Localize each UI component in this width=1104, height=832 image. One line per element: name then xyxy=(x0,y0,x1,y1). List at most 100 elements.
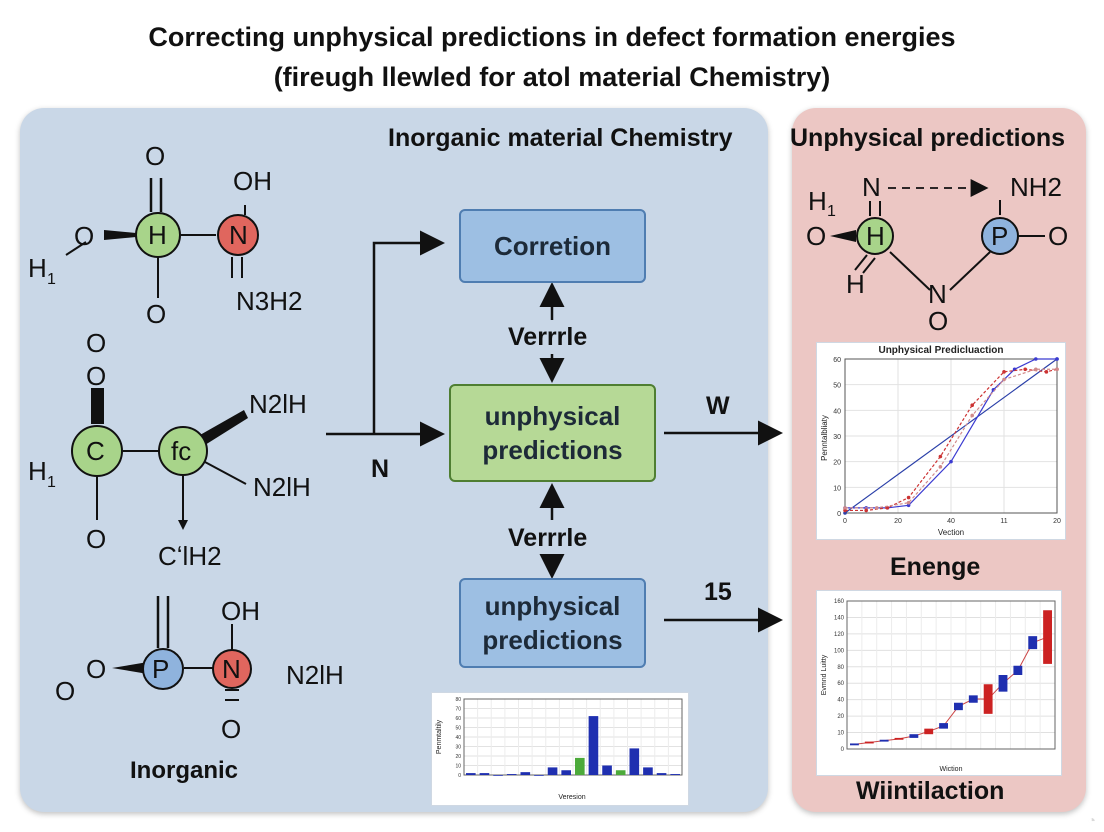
x-axis-label: Wiction xyxy=(940,766,963,773)
data-point xyxy=(1002,370,1006,374)
correction-box: Corretion xyxy=(459,209,646,283)
y-tick-label: 10 xyxy=(833,485,841,492)
n-label: N xyxy=(371,455,390,483)
bar xyxy=(561,770,571,775)
m4-n-top: N xyxy=(862,172,881,202)
series-line xyxy=(845,368,1057,509)
y-tick-label: 100 xyxy=(834,648,845,654)
m4-h-bottom: H xyxy=(846,269,865,299)
y-tick-label: 80 xyxy=(837,665,844,671)
left-panel-heading: Inorganic material Chemistry xyxy=(388,124,733,152)
y-tick-label: 60 xyxy=(837,681,844,687)
candle-bar xyxy=(909,734,919,738)
m4-h-center: H xyxy=(866,221,885,251)
svg-text:1: 1 xyxy=(47,474,56,491)
candle-bar xyxy=(983,684,993,714)
wiintilaction-label: Wiintilaction xyxy=(856,777,1005,805)
y-tick-label: 40 xyxy=(455,735,461,741)
candle-bar xyxy=(939,723,948,729)
bar xyxy=(588,716,599,775)
y-tick-label: 20 xyxy=(455,754,461,760)
m1-top-o: O xyxy=(145,141,165,171)
candle-bar xyxy=(954,702,963,711)
x-tick-label: 40 xyxy=(947,518,955,525)
y-tick-label: 60 xyxy=(455,716,461,722)
candle-bar xyxy=(1013,665,1023,675)
x-axis-label: Vection xyxy=(938,528,964,537)
series-line xyxy=(844,358,1058,514)
fifteen-label: 15 xyxy=(704,578,732,606)
m3-o-left: O xyxy=(55,676,75,706)
data-point xyxy=(864,508,868,513)
molecule-4: H 1 N NH2 O H P O H N O xyxy=(806,172,1068,336)
m4-p: P xyxy=(991,221,1008,251)
m3-o-bottom: O xyxy=(221,714,241,744)
x-tick-label: 20 xyxy=(1053,518,1061,525)
m3-n: N xyxy=(222,654,241,684)
molecule-1: O OH H 1 O H N O N3H2 xyxy=(28,141,302,329)
data-point xyxy=(843,508,847,513)
m3-oh: OH xyxy=(221,596,260,626)
data-point xyxy=(1055,367,1059,372)
bar xyxy=(520,772,531,775)
candle-bar xyxy=(1028,636,1038,650)
y-tick-label: 40 xyxy=(833,408,841,415)
y-tick-label: 160 xyxy=(834,599,845,605)
m1-bottom-o: O xyxy=(146,299,166,329)
m2-cih2: CʻlH2 xyxy=(158,541,222,571)
y-tick-label: 10 xyxy=(837,731,844,737)
y-tick-label: 120 xyxy=(834,632,845,638)
x-tick-label: 11 xyxy=(1000,518,1007,525)
m3-o-small: O xyxy=(86,654,106,684)
page-title: Correcting unphysical predictions in def… xyxy=(148,22,956,52)
y-tick-label: 30 xyxy=(455,745,461,751)
m4-o-bottom: O xyxy=(928,306,948,336)
y-tick-label: 20 xyxy=(833,460,841,467)
m1-h1: H xyxy=(28,253,47,283)
m3-n2h: N2lH xyxy=(286,660,344,690)
y-tick-label: 50 xyxy=(833,383,841,390)
m3-p: P xyxy=(152,654,169,684)
w-label: W xyxy=(706,392,730,420)
x-axis-label: Veresion xyxy=(558,794,585,801)
bar xyxy=(629,748,640,775)
candle-bar xyxy=(1043,610,1052,664)
data-point xyxy=(1034,367,1038,372)
data-point xyxy=(970,413,974,418)
data-point xyxy=(906,495,911,500)
data-point xyxy=(1055,357,1059,361)
data-point xyxy=(1044,370,1049,374)
inorganic-label: Inorganic xyxy=(130,757,239,784)
data-point xyxy=(949,459,953,464)
y-tick-label: 0 xyxy=(841,747,845,753)
y-tick-label: 40 xyxy=(837,698,844,704)
molecule-3: OH O O P N N2lH O xyxy=(55,596,344,744)
data-point xyxy=(843,511,847,515)
bar xyxy=(656,773,667,775)
plot-frame xyxy=(844,358,1058,514)
m1-n3h2: N3H2 xyxy=(236,286,302,316)
candle-bar xyxy=(864,741,874,744)
verrrle-label-top: Verrrle xyxy=(508,323,588,351)
m4-h1: H xyxy=(808,186,827,216)
svg-text:1: 1 xyxy=(827,203,836,220)
bar xyxy=(615,770,626,775)
data-point xyxy=(875,506,879,510)
m2-n2h-top: N2lH xyxy=(249,389,307,419)
bar xyxy=(670,774,680,775)
m2-o1: O xyxy=(86,328,106,358)
chart-title: Unphysical Predicluaction xyxy=(878,345,1003,356)
m4-o-left: O xyxy=(806,221,826,251)
m2-fc: fc xyxy=(171,436,191,466)
data-point xyxy=(938,465,943,469)
y-tick-label: 30 xyxy=(833,434,841,441)
y-tick-label: 20 xyxy=(837,714,844,720)
candle-bar xyxy=(924,728,934,735)
flow-arrows xyxy=(326,230,783,633)
page-subtitle: (fireugh llewled for atol material Chemi… xyxy=(273,62,831,92)
m2-o2: O xyxy=(86,361,106,391)
